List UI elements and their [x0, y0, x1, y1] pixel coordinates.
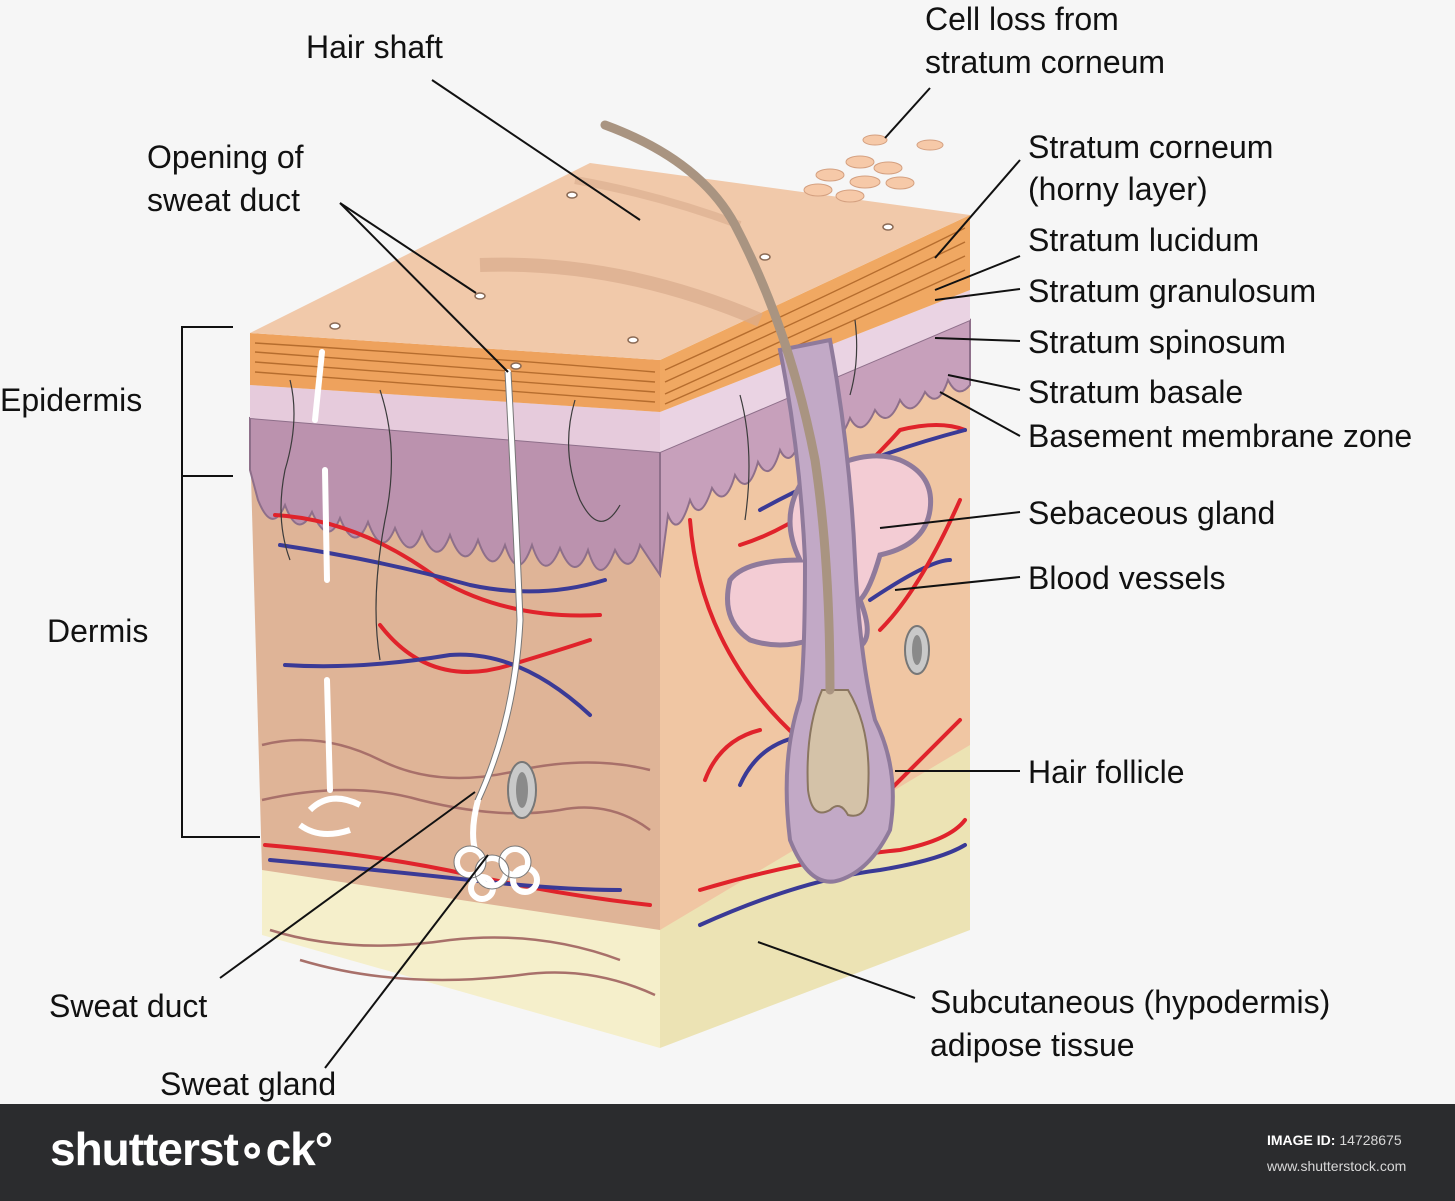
label-sweat-gland: Sweat gland — [160, 1066, 336, 1102]
nerve-fibers — [280, 319, 858, 661]
label-cell-loss-1: Cell loss from — [925, 1, 1119, 37]
label-stratum-corneum: Stratum corneum — [1028, 129, 1273, 165]
label-epidermis: Epidermis — [0, 382, 142, 418]
sweat-pores — [329, 191, 894, 370]
skin-block — [249, 120, 971, 1048]
image-id: IMAGE ID: 14728675 — [1267, 1132, 1402, 1148]
label-horny-layer: (horny layer) — [1028, 171, 1208, 207]
stratum-granulosum-front — [250, 385, 660, 452]
label-hair-follicle: Hair follicle — [1028, 754, 1184, 790]
sweat-ducts — [312, 349, 524, 853]
hair-shaft-shape — [600, 120, 835, 695]
label-opening-1: Opening of — [147, 139, 304, 175]
surface-fold — [479, 257, 763, 327]
diagram-labels: Hair shaft Cell loss from stratum corneu… — [0, 1, 1412, 1102]
corneum-texture — [254, 227, 966, 405]
label-cell-loss-2: stratum corneum — [925, 44, 1165, 80]
sensory-receptors — [507, 625, 930, 819]
dermis-front — [250, 440, 660, 930]
label-stratum-granulosum: Stratum granulosum — [1028, 273, 1316, 309]
site-url: www.shutterstock.com — [1267, 1158, 1407, 1174]
brand-logo: shutterst∘ck° — [50, 1123, 333, 1175]
label-subcutaneous-1: Subcutaneous (hypodermis) — [930, 984, 1330, 1020]
label-dermis: Dermis — [47, 613, 148, 649]
label-opening-2: sweat duct — [147, 182, 300, 218]
stock-footer: shutterst∘ck° IMAGE ID: 14728675 www.shu… — [0, 1104, 1455, 1201]
label-blood-vessels: Blood vessels — [1028, 560, 1225, 596]
label-sebaceous-gland: Sebaceous gland — [1028, 495, 1275, 531]
label-sweat-duct: Sweat duct — [49, 988, 207, 1024]
leader-lines — [219, 79, 1021, 1069]
sweat-gland-coil — [454, 846, 540, 902]
label-hair-shaft: Hair shaft — [306, 29, 443, 65]
label-stratum-lucidum: Stratum lucidum — [1028, 222, 1259, 258]
skin-cross-section-diagram: Hair shaft Cell loss from stratum corneu… — [0, 1, 1412, 1102]
label-basement-membrane: Basement membrane zone — [1028, 418, 1412, 454]
image-id-label: IMAGE ID: — [1267, 1132, 1336, 1148]
label-subcutaneous-2: adipose tissue — [930, 1027, 1135, 1063]
image-id-value: 14728675 — [1339, 1132, 1402, 1148]
hair-bulb — [806, 689, 870, 817]
surface-fold-2 — [574, 176, 742, 229]
layer-brackets — [181, 326, 260, 838]
sweat-duct-outline — [474, 371, 524, 801]
skin-top-surface — [250, 163, 970, 360]
label-stratum-basale: Stratum basale — [1028, 374, 1243, 410]
flaking-cells — [803, 134, 944, 203]
label-stratum-spinosum: Stratum spinosum — [1028, 324, 1286, 360]
sweat-gland-cut — [298, 795, 362, 837]
stratum-corneum-front — [250, 333, 660, 412]
